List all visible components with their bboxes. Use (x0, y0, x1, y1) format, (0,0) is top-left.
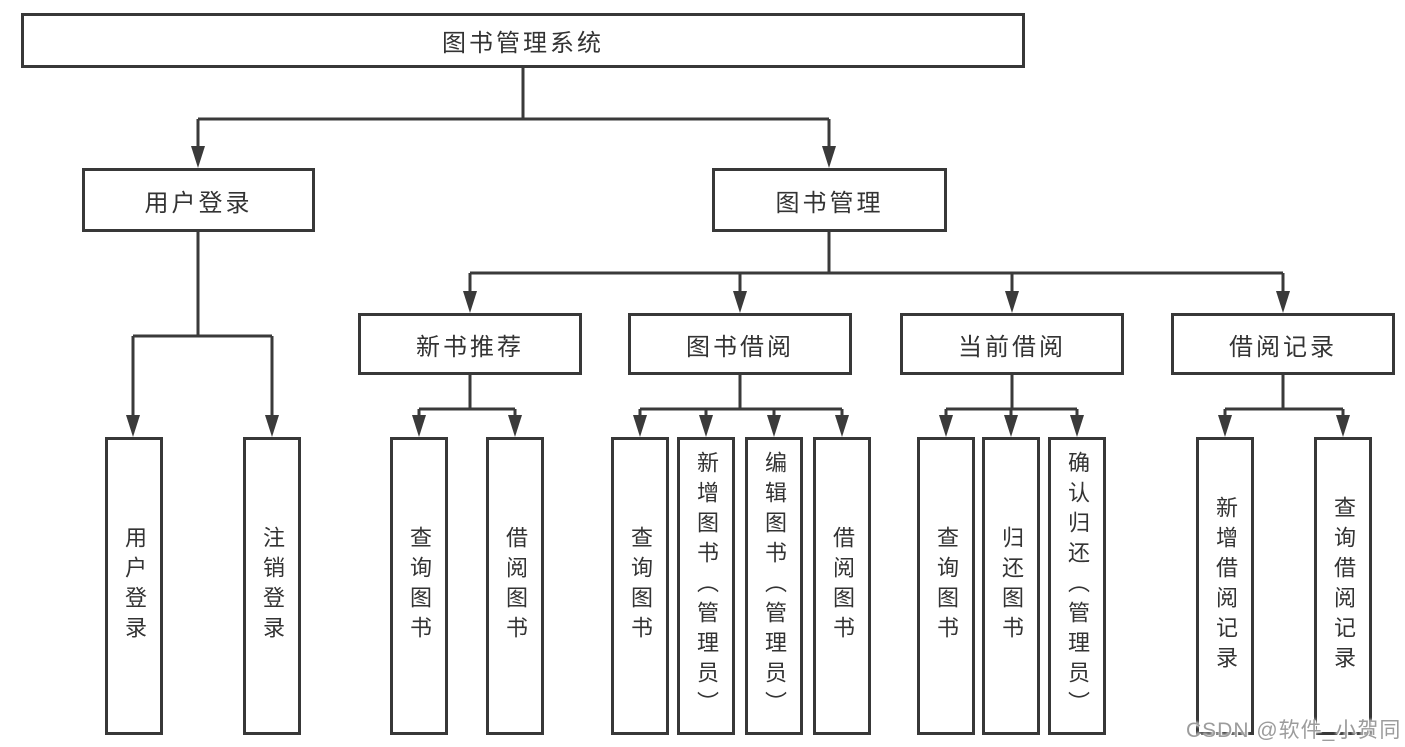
csdn-watermark: CSDN @软件_小贺同学 (1186, 719, 1402, 742)
connector-recommend-children (412, 375, 522, 437)
connector-root-to-branches (191, 67, 836, 168)
node-book-borrowing: 图书借阅 (628, 313, 852, 375)
node-current-borrowing: 当前借阅 (900, 313, 1124, 375)
connector-records-children (1218, 375, 1350, 437)
node-library-system: 图书管理系统 (21, 13, 1025, 68)
node-return-books: 归还图书 (982, 437, 1040, 735)
node-logout: 注销登录 (243, 437, 301, 735)
node-confirm-return-admin: 确认归还（管理员） (1048, 437, 1106, 735)
node-book-management-branch: 图书管理 (712, 168, 947, 232)
connector-borrow-children (633, 375, 849, 437)
node-add-borrow-record: 新增借阅记录 (1196, 437, 1254, 735)
node-recommend-query-books: 查询图书 (390, 437, 448, 735)
node-borrowing-query-books: 查询图书 (611, 437, 669, 735)
node-borrowing-records: 借阅记录 (1171, 313, 1395, 375)
node-borrow-books: 借阅图书 (813, 437, 871, 735)
node-add-books-admin: 新增图书（管理员） (677, 437, 735, 735)
node-current-query-books: 查询图书 (917, 437, 975, 735)
node-recommend-borrow-books: 借阅图书 (486, 437, 544, 735)
node-user-login-branch: 用户登录 (82, 168, 315, 232)
node-new-book-recommend: 新书推荐 (358, 313, 582, 375)
node-edit-books-admin: 编辑图书（管理员） (745, 437, 803, 735)
node-user-login: 用户登录 (105, 437, 163, 735)
connector-current-children (939, 375, 1084, 437)
connector-login-children (126, 232, 279, 437)
connector-management-to-sections (463, 232, 1290, 313)
node-query-borrow-record: 查询借阅记录 (1314, 437, 1372, 735)
